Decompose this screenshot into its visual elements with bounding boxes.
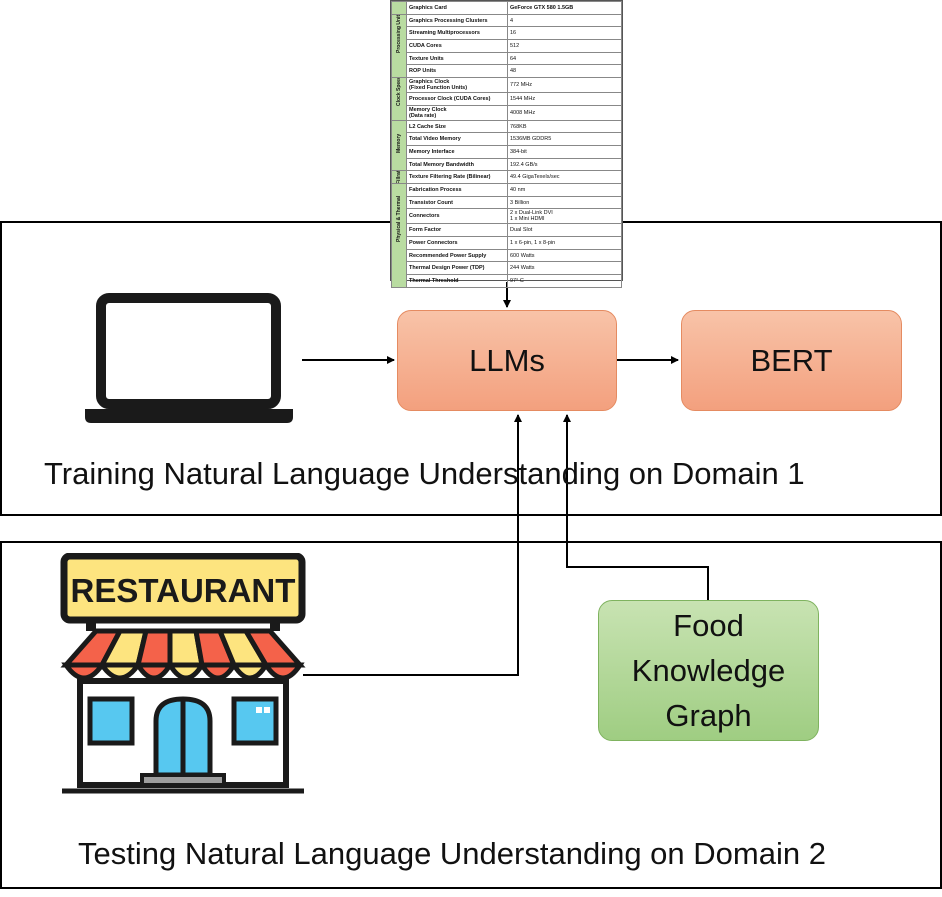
spec-row-value: 772 MHz [507, 77, 622, 94]
spec-row-label: Texture Filtering Rate (Bilinear) [406, 170, 508, 185]
spec-row-label: Power Connectors [406, 236, 508, 250]
spec-row-label: Total Memory Bandwidth [406, 157, 508, 172]
spec-row-value: 4 [507, 13, 622, 28]
spec-row: Processor Clock (CUDA Cores)1544 MHz [392, 92, 622, 106]
bert-label: BERT [750, 342, 833, 378]
spec-header-value: GeForce GTX 580 1.5GB [507, 1, 622, 15]
restaurant-icon: RESTAURANT [58, 552, 308, 803]
spec-row-value: 1544 MHz [507, 92, 622, 106]
spec-category-label: Clock Speeds [396, 77, 402, 106]
spec-row-label: Processor Clock (CUDA Cores) [406, 92, 508, 106]
bert-node: BERT [681, 310, 902, 411]
testing-caption: Testing Natural Language Understanding o… [78, 836, 826, 871]
llms-label: LLMs [469, 342, 545, 378]
spec-row: Clock Speeds Graphics Clock (Fixed Functi… [391, 77, 622, 121]
spec-row-label: Form Factor [406, 223, 508, 238]
spec-row-label: Graphics Clock (Fixed Function Units) [406, 77, 508, 94]
spec-row-value: 1 x 6-pin, 1 x 8-pin [507, 236, 622, 250]
spec-row-value: 49.4 GigaTexels/sec [507, 170, 622, 185]
spec-row: Processing Units Graphics Processing Clus… [391, 13, 622, 79]
kg-label-line-3: Graph [665, 698, 752, 733]
spec-row-value: 384-bit [507, 145, 622, 159]
food-knowledge-graph-node: Food Knowledge Graph [598, 600, 819, 741]
spec-row-label: Fabrication Process [406, 183, 508, 197]
spec-row-label: ROP Units [406, 64, 508, 79]
spec-category-cell: Memory [391, 119, 407, 172]
spec-row-value: 2 x Dual-Link DVI 1 x Mini HDMI [507, 208, 622, 225]
spec-row-value: 3 Billion [507, 195, 622, 210]
laptop-icon [84, 293, 294, 430]
spec-row-value: 512 [507, 39, 622, 53]
spec-row-value: 97° C [507, 274, 622, 288]
spec-row-value: 4008 MHz [507, 104, 622, 121]
spec-row-label: Recommended Power Supply [406, 248, 508, 263]
spec-row-value: 600 Watts [507, 248, 622, 263]
spec-row: Memory Clock (Data rate)4008 MHz [392, 104, 622, 121]
spec-category-cell: Processing Units [391, 13, 407, 79]
spec-category-label: Memory [396, 133, 402, 153]
spec-category-cell: Physical & Thermal [391, 183, 407, 288]
spec-row-label: Transistor Count [406, 195, 508, 210]
spec-row-label: Thermal Threshold [406, 274, 508, 288]
spec-row-label: Thermal Design Power (TDP) [406, 261, 508, 276]
spec-row-label: Memory Clock (Data rate) [406, 104, 508, 121]
spec-row-value: 1536MB GDDR5 [507, 132, 622, 147]
spec-row-value: 192.4 GB/s [507, 157, 622, 172]
spec-row: Fillrate Texture Filtering Rate (Bilinear… [391, 170, 622, 185]
spec-row-value: 48 [507, 64, 622, 79]
spec-row-label: Total Video Memory [406, 132, 508, 147]
restaurant-sign-text: RESTAURANT [71, 572, 296, 609]
spec-category-cell: Fillrate [391, 170, 407, 185]
spec-row-label: Connectors [406, 208, 508, 225]
kg-label-line-1: Food [673, 608, 744, 643]
spec-row: Thermal Design Power (TDP)244 Watts [392, 261, 622, 276]
spec-row-value: 40 nm [507, 183, 622, 197]
spec-row-value: 16 [507, 26, 622, 41]
spec-row-value: 244 Watts [507, 261, 622, 276]
spec-row-label: L2 Cache Size [406, 119, 508, 134]
spec-row-value: 64 [507, 51, 622, 66]
llms-node: LLMs [397, 310, 617, 411]
spec-row-label: Streaming Multiprocessors [406, 26, 508, 41]
spec-row-label: Graphics Processing Clusters [406, 13, 508, 28]
kg-label-line-2: Knowledge [631, 653, 786, 688]
spec-row-label: Texture Units [406, 51, 508, 66]
spec-row-label: Memory Interface [406, 145, 508, 159]
training-caption: Training Natural Language Understanding … [44, 456, 805, 491]
spec-row-label: CUDA Cores [406, 39, 508, 53]
spec-row-value: 768KB [507, 119, 622, 134]
spec-header-label: Graphics Card [406, 1, 508, 15]
spec-category-label: Processing Units [396, 14, 402, 53]
spec-row-value: Dual Slot [507, 223, 622, 238]
spec-category-label: Physical & Thermal [396, 196, 402, 243]
spec-category-cell: Clock Speeds [391, 77, 407, 121]
spec-category-label: Fillrate [396, 170, 402, 184]
